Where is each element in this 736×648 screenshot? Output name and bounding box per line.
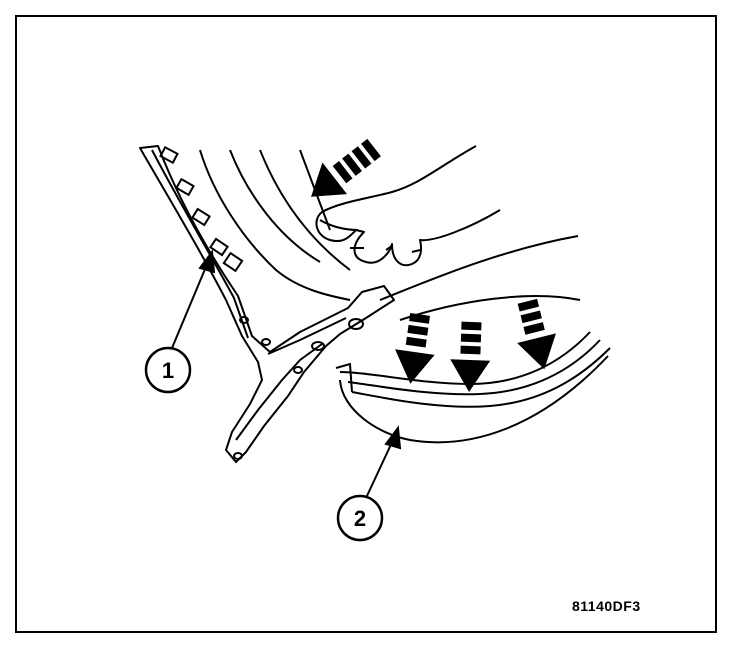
trim-curve	[379, 235, 581, 321]
callout-2: 2	[336, 494, 384, 542]
flange-slots	[159, 145, 244, 273]
figure-code: 81140DF3	[572, 598, 641, 614]
callout-1-label: 1	[162, 358, 174, 383]
leader-lines	[171, 249, 402, 499]
hand	[315, 145, 501, 267]
push-arrows	[311, 138, 556, 392]
callout-1: 1	[144, 346, 192, 394]
bracket-holes	[233, 316, 364, 460]
figure-frame	[15, 15, 717, 633]
pillar-panel	[139, 145, 395, 463]
callout-2-label: 2	[354, 506, 366, 531]
